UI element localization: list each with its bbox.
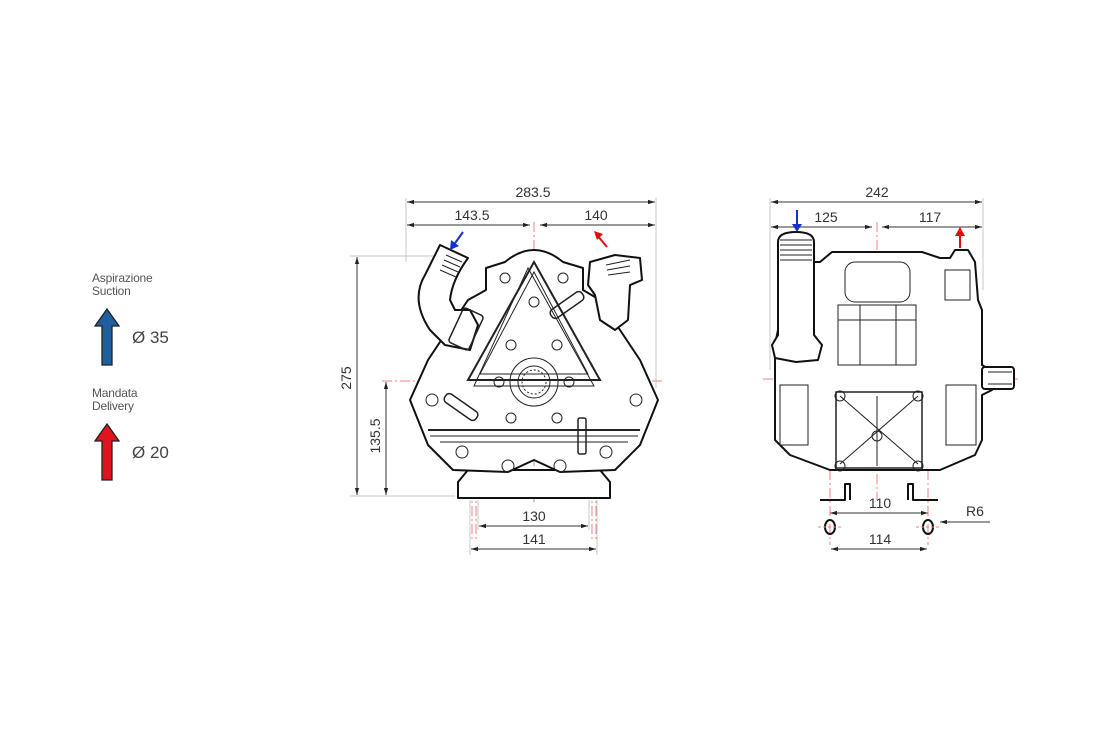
dim-right-width: 140 (584, 207, 608, 223)
delivery-flow-arrow-icon (594, 231, 608, 248)
dim-left-width: 143.5 (454, 207, 489, 223)
legend: Aspirazione Suction Ø 35 Mandata Deliver… (92, 272, 212, 502)
dim-axis-height: 135.5 (367, 418, 383, 453)
dim-side-right-width: 117 (919, 209, 942, 225)
suction-flow-arrow-icon (450, 231, 464, 250)
legend-suction: Aspirazione Suction Ø 35 (92, 272, 212, 387)
suction-label-it: Aspirazione (92, 271, 153, 285)
legend-delivery: Mandata Delivery Ø 20 (92, 387, 212, 502)
dim-foot-inner: 110 (869, 495, 892, 511)
delivery-diameter: Ø 20 (132, 443, 169, 462)
mounting-slots (818, 519, 940, 535)
blue-up-arrow-icon (94, 308, 120, 366)
suction-label-en: Suction (92, 284, 131, 298)
side-view: 242 125 117 110 114 R6 (763, 184, 1018, 552)
dim-foot-outer: 114 (869, 531, 892, 547)
dim-base-inner: 130 (522, 508, 546, 524)
dim-side-left-width: 125 (814, 209, 838, 225)
dim-overall-width: 283.5 (515, 184, 550, 200)
red-up-arrow-icon (94, 423, 120, 481)
front-view: 283.5 143.5 140 275 135.5 130 141 (338, 184, 665, 555)
dim-slot-radius: R6 (966, 503, 984, 519)
suction-flow-arrow-icon (792, 210, 802, 232)
delivery-flow-arrow-icon (955, 227, 965, 248)
dim-side-overall-width: 242 (865, 184, 889, 200)
delivery-label-en: Delivery (92, 399, 134, 413)
dim-overall-height: 275 (338, 366, 354, 390)
dim-base-outer: 141 (522, 531, 546, 547)
delivery-label-it: Mandata (92, 386, 138, 400)
suction-diameter: Ø 35 (132, 328, 169, 347)
